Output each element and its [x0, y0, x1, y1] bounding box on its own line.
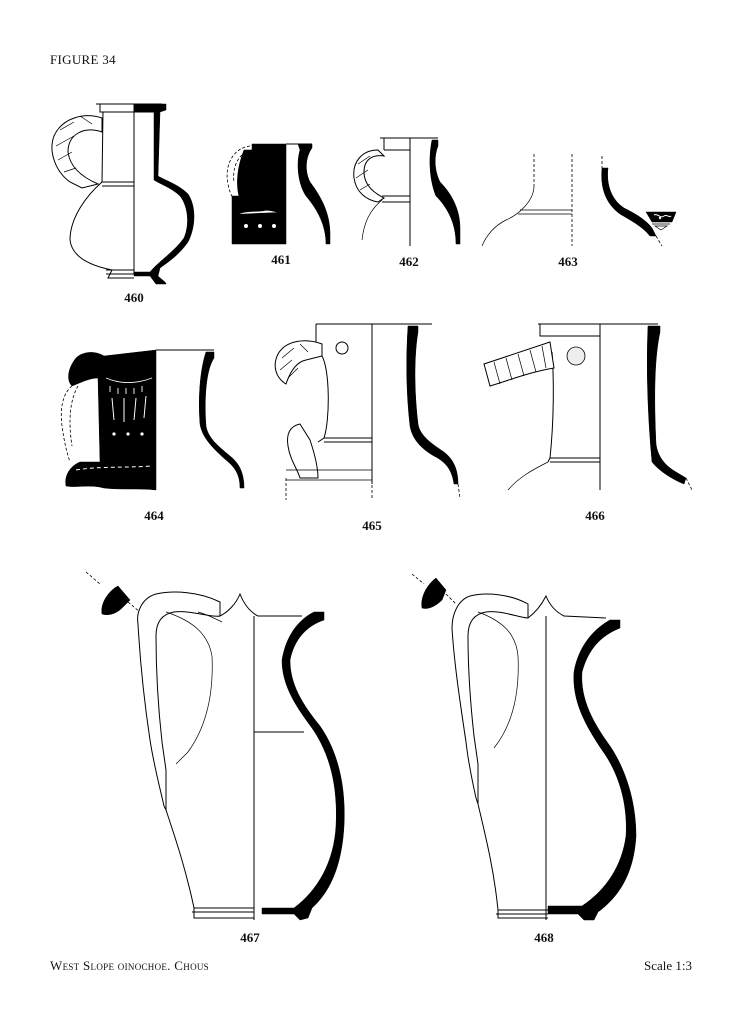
catalog-number-465: 465 — [362, 518, 382, 533]
catalog-number-467: 467 — [240, 930, 260, 945]
vessel-drawing-460 — [51, 103, 195, 285]
catalog-number-463: 463 — [558, 254, 578, 269]
vessel-drawing-462 — [353, 137, 461, 246]
vessel-drawing-464 — [60, 349, 245, 491]
catalog-number-466: 466 — [585, 508, 605, 523]
vessel-drawing-467 — [85, 571, 345, 921]
vessel-drawing-461 — [226, 143, 331, 245]
vessel-drawing-465 — [274, 323, 461, 500]
catalog-number-462: 462 — [399, 254, 419, 269]
scale-label: Scale 1:3 — [643, 958, 692, 973]
figure-title: FIGURE 34 — [50, 52, 116, 67]
catalog-number-468: 468 — [534, 930, 554, 945]
plate-caption: West Slope oinochoe. Chous — [50, 958, 209, 973]
vessel-drawing-468 — [411, 573, 637, 921]
vessel-drawing-463 — [481, 154, 677, 247]
catalog-number-460: 460 — [124, 290, 144, 305]
catalog-number-464: 464 — [144, 508, 164, 523]
catalog-number-461: 461 — [271, 252, 291, 267]
vessel-drawing-466 — [483, 323, 693, 491]
